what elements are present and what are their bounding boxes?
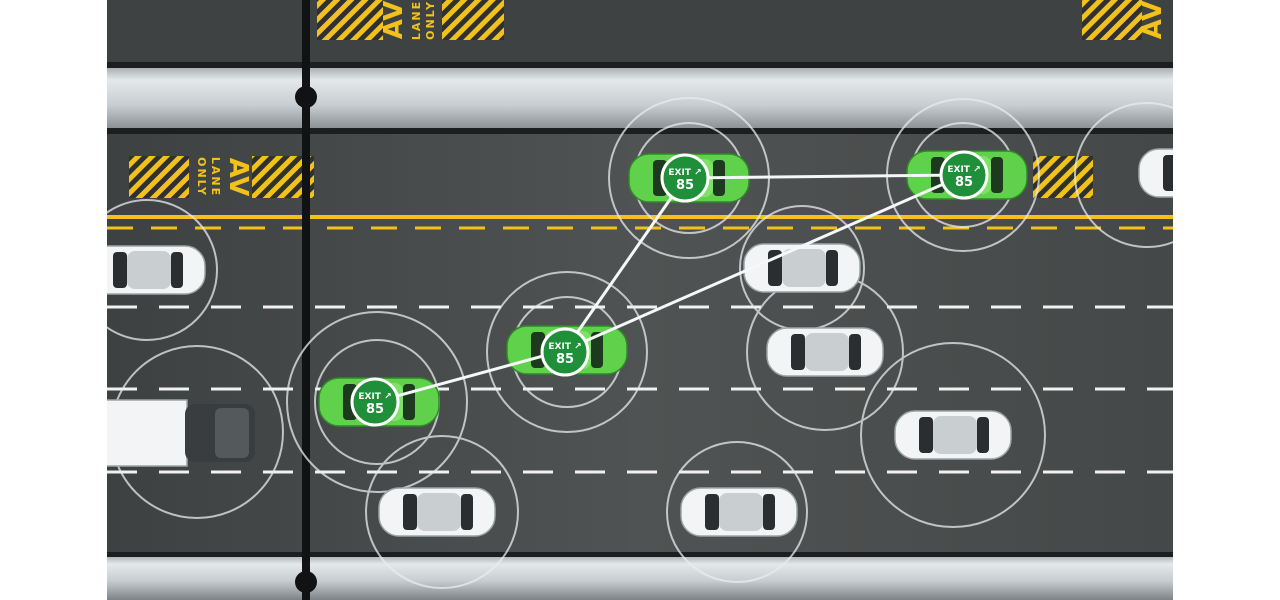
- white-car: [378, 487, 496, 537]
- white-car: [1138, 148, 1173, 198]
- av-lane-solid-line: [107, 215, 1173, 219]
- av-lane-marking-top: AV LANE ONLY: [379, 0, 437, 40]
- svg-text:85: 85: [955, 175, 973, 190]
- highway-scene: AV LANE ONLY AV LANE ONLY AV: [107, 0, 1173, 600]
- white-car: [107, 245, 206, 295]
- exit-badge: EXIT ↗ 85: [660, 153, 710, 203]
- v2v-connections: [374, 173, 965, 404]
- svg-text:EXIT ↗: EXIT ↗: [358, 392, 391, 402]
- svg-text:LANE: LANE: [410, 0, 423, 40]
- exit-badge: EXIT ↗ 85: [939, 150, 989, 200]
- exit-badge: EXIT ↗ 85: [350, 377, 400, 427]
- svg-text:85: 85: [556, 352, 574, 367]
- white-car: [894, 410, 1012, 460]
- svg-text:ONLY: ONLY: [424, 0, 437, 40]
- svg-text:EXIT ↗: EXIT ↗: [548, 342, 581, 352]
- exit-badge: EXIT ↗ 85: [540, 327, 590, 377]
- gantry-pole: [302, 0, 310, 600]
- top-guard-barrier: [107, 62, 1173, 134]
- av-lane-marking-right: AV: [1138, 1, 1168, 39]
- bottom-guard-barrier: [107, 552, 1173, 600]
- white-van: [766, 327, 884, 377]
- sensor-rings: [107, 97, 1173, 589]
- svg-text:LANE: LANE: [209, 157, 222, 197]
- svg-text:85: 85: [366, 402, 384, 417]
- white-car: [680, 487, 798, 537]
- highway-illustration: AV LANE ONLY AV LANE ONLY AV: [107, 0, 1173, 600]
- svg-text:EXIT ↗: EXIT ↗: [668, 168, 701, 178]
- svg-text:AV: AV: [1138, 1, 1168, 39]
- svg-text:AV: AV: [223, 158, 253, 196]
- svg-text:ONLY: ONLY: [195, 157, 208, 197]
- delivery-truck: [107, 399, 255, 467]
- av-lane-marking-left: AV LANE ONLY: [195, 157, 253, 197]
- white-car: [743, 243, 861, 293]
- svg-text:AV: AV: [379, 1, 409, 39]
- svg-text:EXIT ↗: EXIT ↗: [947, 165, 980, 175]
- svg-text:85: 85: [676, 178, 694, 193]
